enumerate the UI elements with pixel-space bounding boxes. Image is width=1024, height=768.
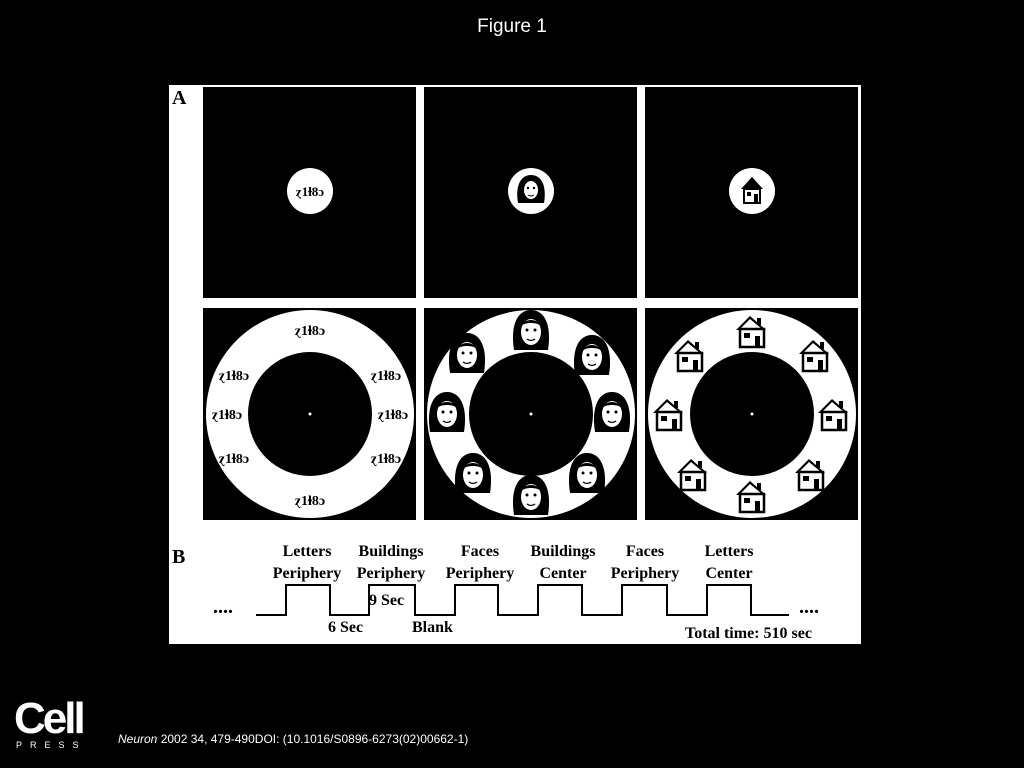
peripheral-letters: ɀ1ɫ8ɔ: [378, 408, 408, 423]
peripheral-letters: ɀ1ɫ8ɔ: [295, 494, 325, 509]
peripheral-letters: ɀ1ɫ8ɔ: [371, 452, 401, 467]
ellipsis-right: ....: [799, 596, 819, 618]
citation: Neuron 2002 34, 479-490DOI: (10.1016/S08…: [118, 732, 468, 746]
blank-label: Blank: [412, 619, 453, 636]
peripheral-letters-cell: ɀ1ɫ8ɔ ɀ1ɫ8ɔ ɀ1ɫ8ɔ ɀ1ɫ8ɔ ɀ1ɫ8ɔ ɀ1ɫ8ɔ ɀ1ɫ8…: [203, 308, 416, 520]
peripheral-faces-cell: [424, 308, 637, 520]
panel-b-label: B: [172, 546, 186, 568]
ellipsis-left: ....: [213, 596, 233, 618]
cell-press-logo: Cell PRESS: [14, 694, 87, 750]
peripheral-letters: ɀ1ɫ8ɔ: [219, 369, 249, 384]
timing-diagram: [256, 584, 789, 616]
peripheral-houses-cell: [645, 308, 858, 520]
peripheral-letters: ɀ1ɫ8ɔ: [295, 324, 325, 339]
journal-name: Neuron: [118, 732, 158, 746]
central-house-cell: [645, 87, 858, 298]
central-letters: ɀ1ɫ8ɔ: [296, 184, 324, 199]
panel-a-label: A: [172, 87, 187, 109]
central-letters-cell: ɀ1ɫ8ɔ: [203, 87, 416, 298]
figure-panel: A B ɀ1ɫ8ɔ: [169, 85, 861, 644]
central-face-cell: [424, 87, 637, 298]
peripheral-letters: ɀ1ɫ8ɔ: [219, 452, 249, 467]
stim-duration-label: 9 Sec: [369, 592, 405, 609]
rest-duration-label: 6 Sec: [328, 619, 364, 636]
peripheral-letters: ɀ1ɫ8ɔ: [212, 408, 242, 423]
slide-title: Figure 1: [477, 16, 547, 37]
peripheral-letters: ɀ1ɫ8ɔ: [371, 369, 401, 384]
total-time-label: Total time: 510 sec: [685, 625, 812, 642]
citation-text: 2002 34, 479-490DOI: (10.1016/S0896-6273…: [157, 732, 469, 746]
